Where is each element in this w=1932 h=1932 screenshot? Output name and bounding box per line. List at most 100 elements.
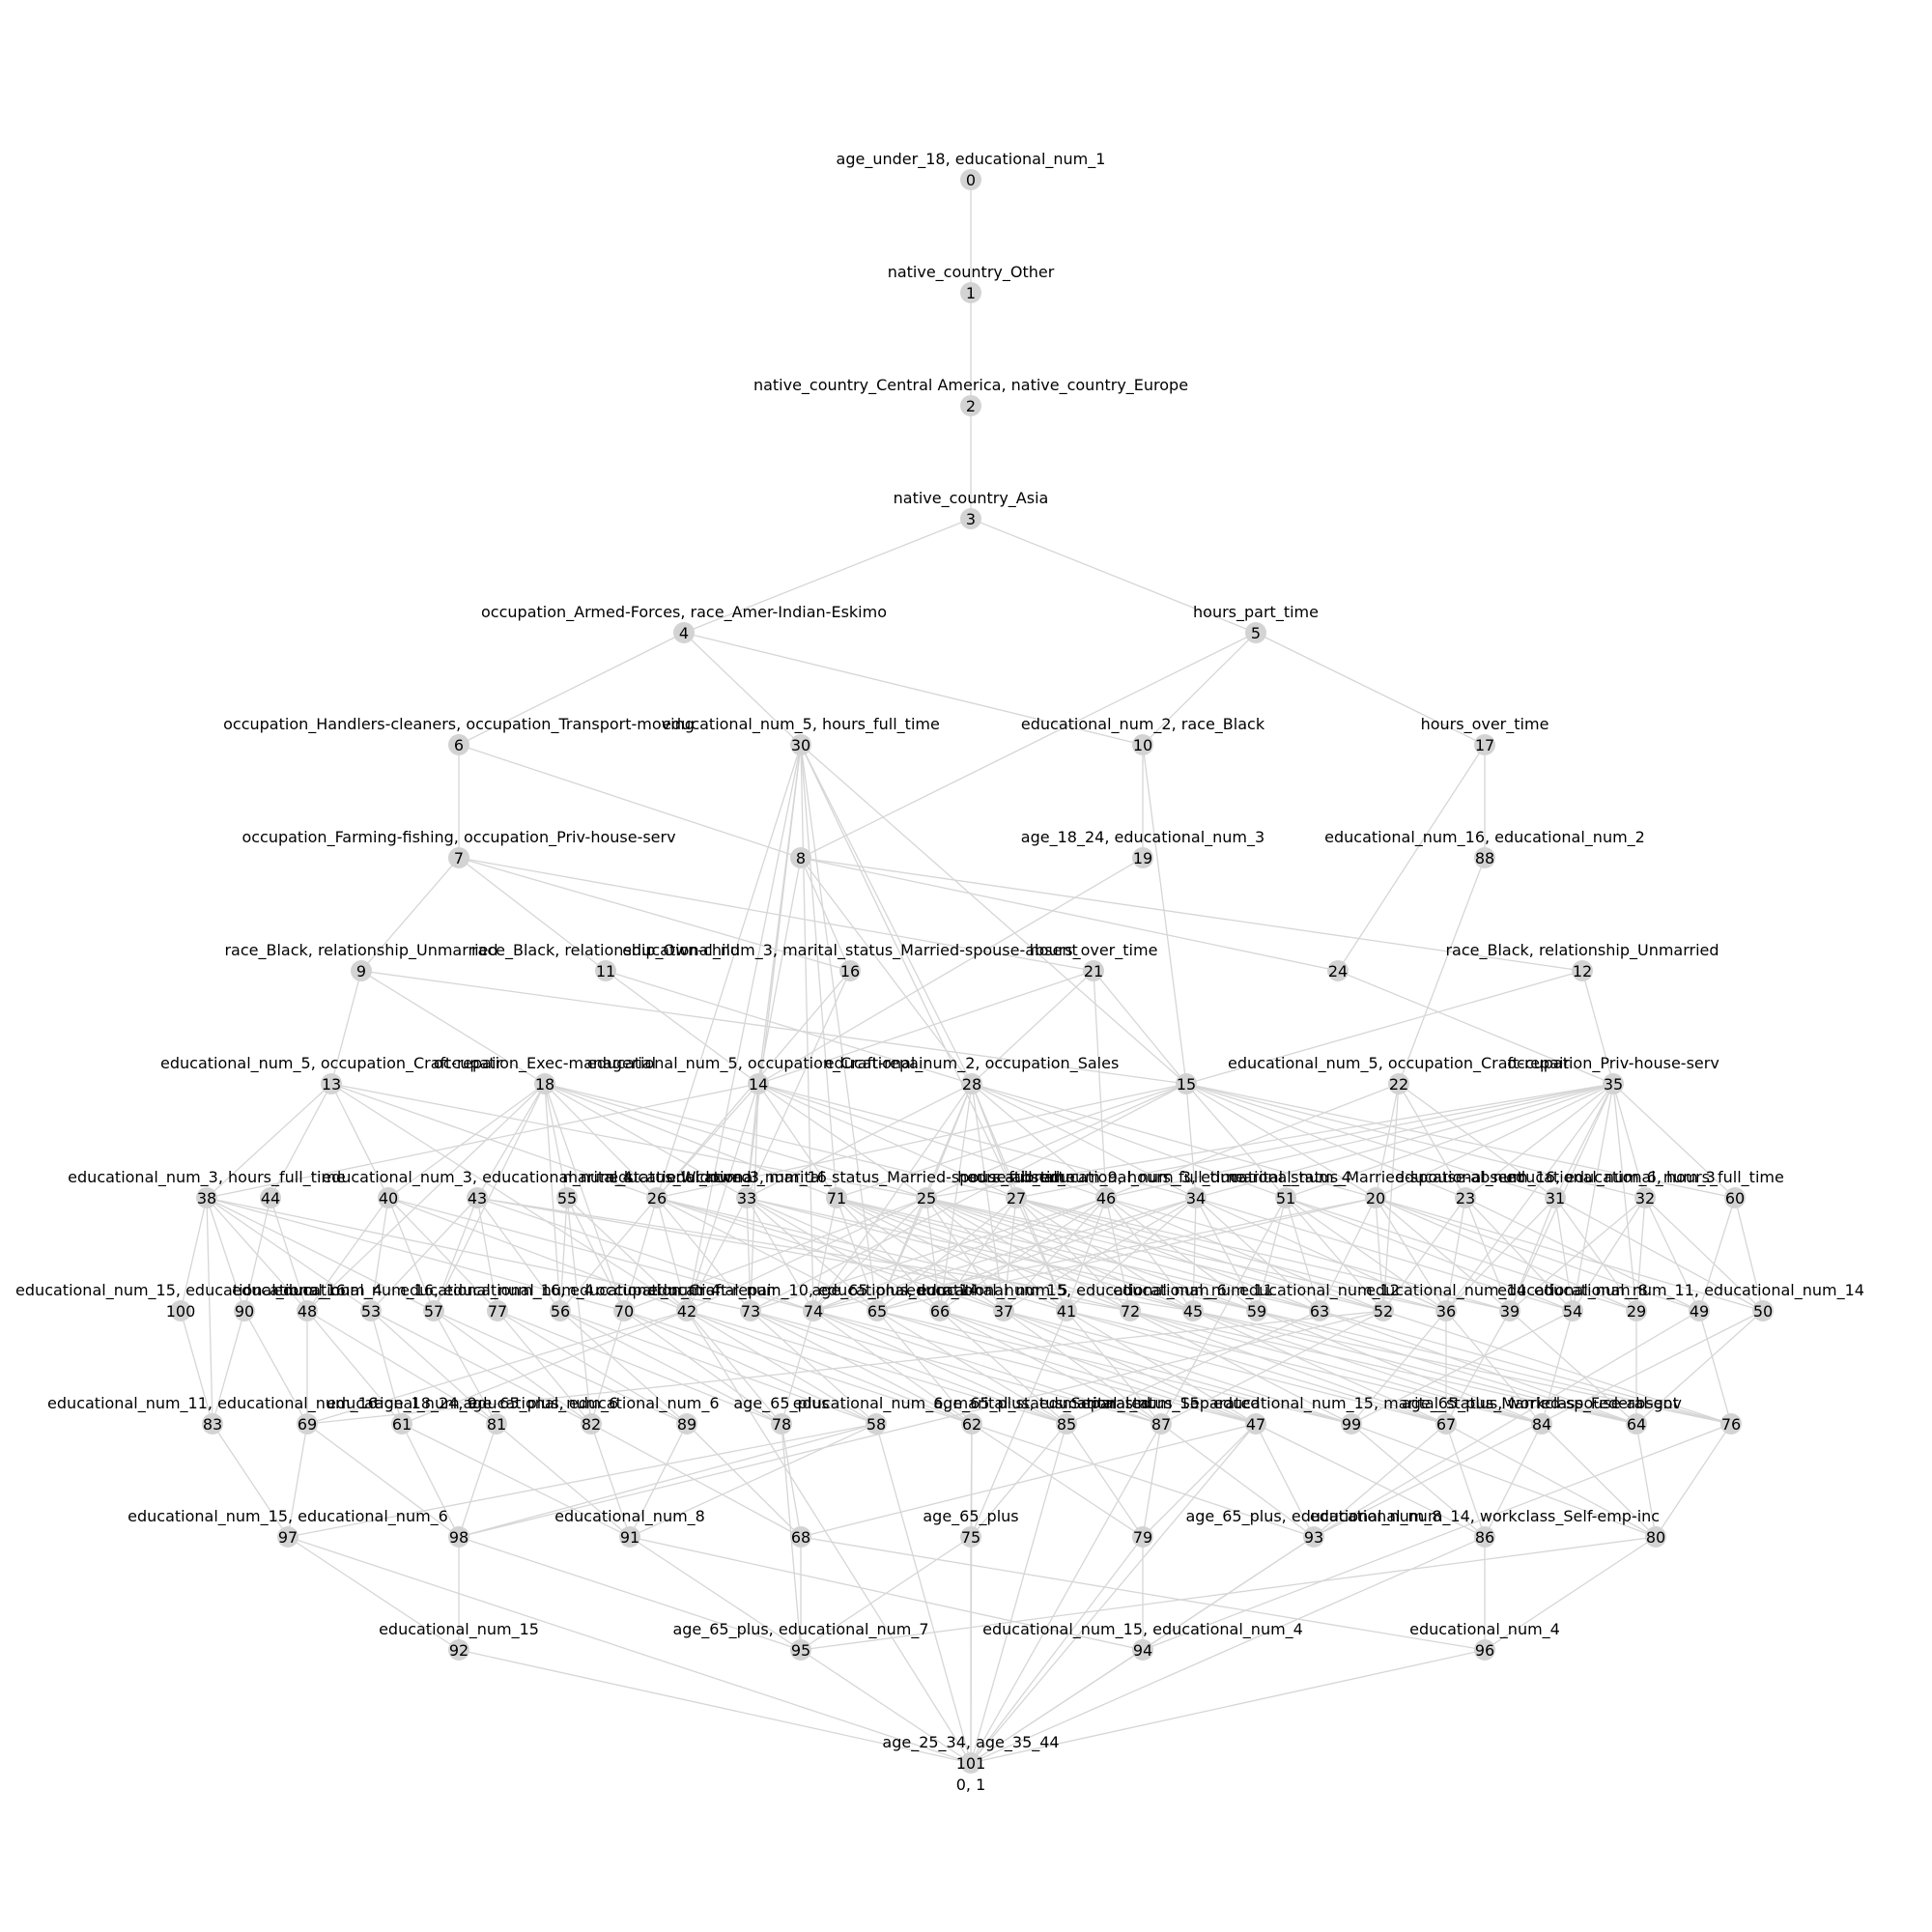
node-label: educational_num_16, educational_num_3 [1395, 1168, 1716, 1187]
node-label: educational_num_9 [327, 1394, 477, 1413]
edge-28-20 [971, 1083, 1377, 1199]
edge-34-54 [1195, 1197, 1574, 1312]
edge-71-66 [836, 1197, 941, 1312]
edge-3-5 [970, 518, 1257, 634]
node-label: educational_num_16, educational_num_2 [1324, 828, 1645, 847]
node-id: 15 [1177, 1075, 1196, 1094]
edge-47-79 [1142, 1423, 1257, 1538]
node-label: educational_num_16 [667, 1168, 827, 1187]
edge-74-85 [812, 1310, 1067, 1425]
node-label: educational_num_10, educational_num_14 [648, 1281, 979, 1300]
node-55: 55 [556, 1187, 578, 1208]
edge-62-93 [971, 1423, 1315, 1538]
node-dot [581, 1413, 602, 1435]
node-label: educational_num_6, marital_status_Separa… [793, 1394, 1151, 1413]
edge-87-79 [1142, 1423, 1162, 1538]
node-dot [790, 1526, 811, 1548]
edge-27-39 [1015, 1197, 1511, 1312]
edge-37-87 [1003, 1310, 1162, 1425]
node-id: 41 [1057, 1302, 1076, 1321]
edge-60-50 [1734, 1197, 1764, 1312]
node-dot [1545, 1187, 1566, 1208]
node-id: 60 [1725, 1189, 1745, 1208]
node-id: 79 [1133, 1528, 1152, 1547]
edge-50-64 [1635, 1310, 1764, 1425]
node-id: 77 [488, 1302, 507, 1321]
edge-33-65 [746, 1197, 878, 1312]
edge-25-74 [812, 1197, 927, 1312]
edge-74-78 [781, 1310, 814, 1425]
edge-38-90 [206, 1197, 245, 1312]
edge-28-74 [812, 1083, 973, 1312]
node-id: 20 [1366, 1189, 1385, 1208]
edge-25-52 [925, 1197, 1384, 1312]
node-dot [1132, 847, 1153, 868]
edge-13-38 [206, 1083, 332, 1199]
node-dot [1572, 960, 1593, 981]
edge-4-6 [458, 632, 685, 746]
edge-35-25 [925, 1083, 1614, 1199]
node-dot [1245, 622, 1266, 643]
edge-28-33 [746, 1083, 973, 1199]
edge-47-68 [800, 1423, 1257, 1538]
edge-42-85 [686, 1310, 1067, 1425]
node-id: 94 [1133, 1641, 1152, 1660]
node-dot [1720, 1413, 1742, 1435]
edge-32-39 [1509, 1197, 1646, 1312]
node-dot [1303, 1526, 1324, 1548]
node-label: occupation_Armed-Forces, race_Amer-India… [481, 603, 887, 622]
edge-25-41 [925, 1197, 1067, 1312]
node-dot [534, 1073, 555, 1094]
edge-41-84 [1065, 1310, 1543, 1425]
edge-13-42 [330, 1083, 688, 1312]
edge-7-11 [458, 857, 607, 972]
edge-73-87 [750, 1310, 1162, 1425]
node-id: 49 [1690, 1302, 1709, 1321]
edge-82-91 [590, 1423, 631, 1538]
edge-32-50 [1644, 1197, 1764, 1312]
edge-8-24 [800, 857, 1339, 972]
edge-43-77 [476, 1197, 498, 1312]
edge-63-85 [1065, 1310, 1321, 1425]
node-89: 89 [676, 1413, 697, 1435]
edge-46-52 [1105, 1197, 1384, 1312]
edge-34-63 [1195, 1197, 1321, 1312]
edge-18-33 [544, 1083, 748, 1199]
node-15: 15 [1176, 1073, 1197, 1094]
edge-95-101 [800, 1649, 972, 1764]
edge-71-37 [836, 1197, 1005, 1312]
node-dot [378, 1187, 399, 1208]
node-id: 65 [867, 1302, 887, 1321]
edge-26-56 [559, 1197, 658, 1312]
edge-20-29 [1375, 1197, 1637, 1312]
edge-48-61 [306, 1310, 403, 1425]
edge-66-99 [939, 1310, 1352, 1425]
node-dot [1309, 1300, 1330, 1321]
node-dot [234, 1300, 255, 1321]
node-73: 73 [740, 1300, 761, 1321]
edge-81-91 [496, 1423, 631, 1538]
edge-45-84 [1192, 1310, 1543, 1425]
node-id: 80 [1646, 1528, 1665, 1547]
edge-33-45 [746, 1197, 1194, 1312]
node-label: educational_num_5, occupation_Craft-repa… [1228, 1054, 1570, 1073]
edge-26-73 [656, 1197, 752, 1312]
edge-94-101 [970, 1649, 1144, 1764]
node-id: 46 [1096, 1189, 1116, 1208]
node-id: 54 [1563, 1302, 1582, 1321]
node-id: 84 [1532, 1415, 1551, 1434]
node-label: marital_status_Widowed [562, 1168, 751, 1187]
edge-9-13 [330, 970, 362, 1085]
edge-99-80 [1350, 1423, 1657, 1538]
edge-38-83 [206, 1197, 213, 1425]
node-label: educational_num_11 [1113, 1281, 1273, 1300]
edge-45-64 [1192, 1310, 1637, 1425]
node-label: educational_num_3, hours_full_time [68, 1168, 346, 1187]
node-dot [771, 1413, 792, 1435]
node-id: 10 [1133, 736, 1152, 754]
node-label: hours_over_time [1421, 715, 1549, 734]
edge-71-65 [836, 1197, 878, 1312]
